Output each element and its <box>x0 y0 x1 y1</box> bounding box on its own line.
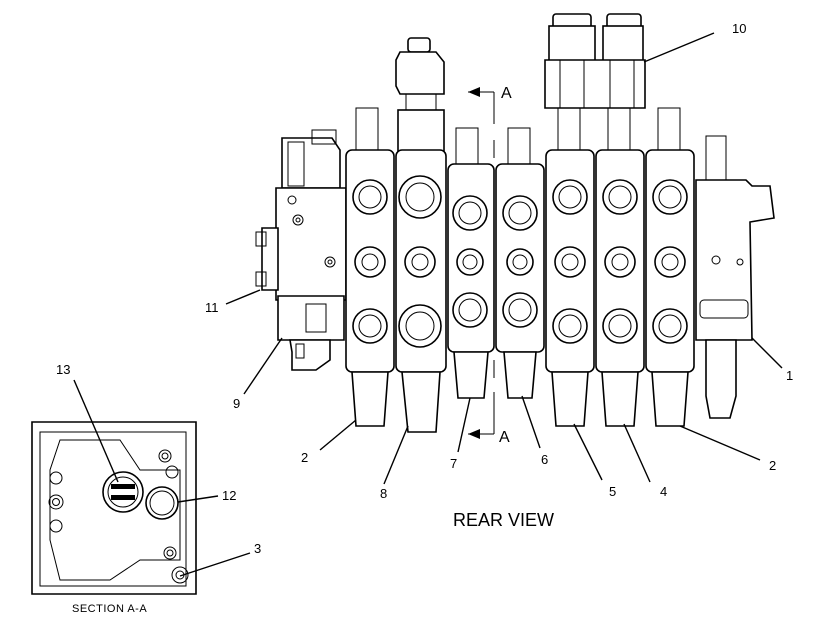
callout-1: 1 <box>786 368 793 383</box>
callout-7: 8 <box>380 486 387 501</box>
callout-10: 11 <box>205 300 219 315</box>
left-end-cover <box>255 129 347 371</box>
section-marker-bottom: A <box>499 429 510 446</box>
valve-section-5 <box>545 107 595 427</box>
right-end-cover <box>695 135 775 419</box>
callout-8: 9 <box>233 396 240 411</box>
callout-9: 10 <box>732 21 746 36</box>
valve-section-3 <box>447 127 495 399</box>
valve-section-2 <box>395 149 447 433</box>
view-title: REAR VIEW <box>453 510 554 530</box>
solenoid-left <box>395 37 445 155</box>
section-plug-12 <box>145 486 179 520</box>
leader-lines <box>73 32 783 577</box>
section-line-a-a <box>468 87 495 439</box>
section-a-a-inset <box>31 421 197 595</box>
callout-5: 6 <box>541 452 548 467</box>
callout-labels: 10 11 9 2 8 7 6 5 4 2 1 13 12 3 A A REAR… <box>56 21 793 615</box>
solenoid-pair-right <box>544 13 646 109</box>
section-marker-top: A <box>501 85 512 102</box>
callout-3: 4 <box>660 484 667 499</box>
valve-sections <box>345 107 695 433</box>
callout-12: 12 <box>222 488 236 503</box>
section-port-left-column <box>48 471 64 533</box>
callout-11: 3 <box>254 541 261 556</box>
section-caption: SECTION A-A <box>72 603 147 615</box>
valve-section-6 <box>595 107 645 427</box>
callout-2-right: 2 <box>769 458 776 473</box>
valve-section-7 <box>645 107 695 427</box>
section-plug-13 <box>102 471 144 513</box>
callout-2-left: 2 <box>301 450 308 465</box>
callout-13: 13 <box>56 362 70 377</box>
callout-6: 7 <box>450 456 457 471</box>
valve-section-1 <box>345 107 395 427</box>
callout-4: 5 <box>609 484 616 499</box>
valve-assembly <box>255 13 775 433</box>
valve-section-4 <box>495 127 545 399</box>
